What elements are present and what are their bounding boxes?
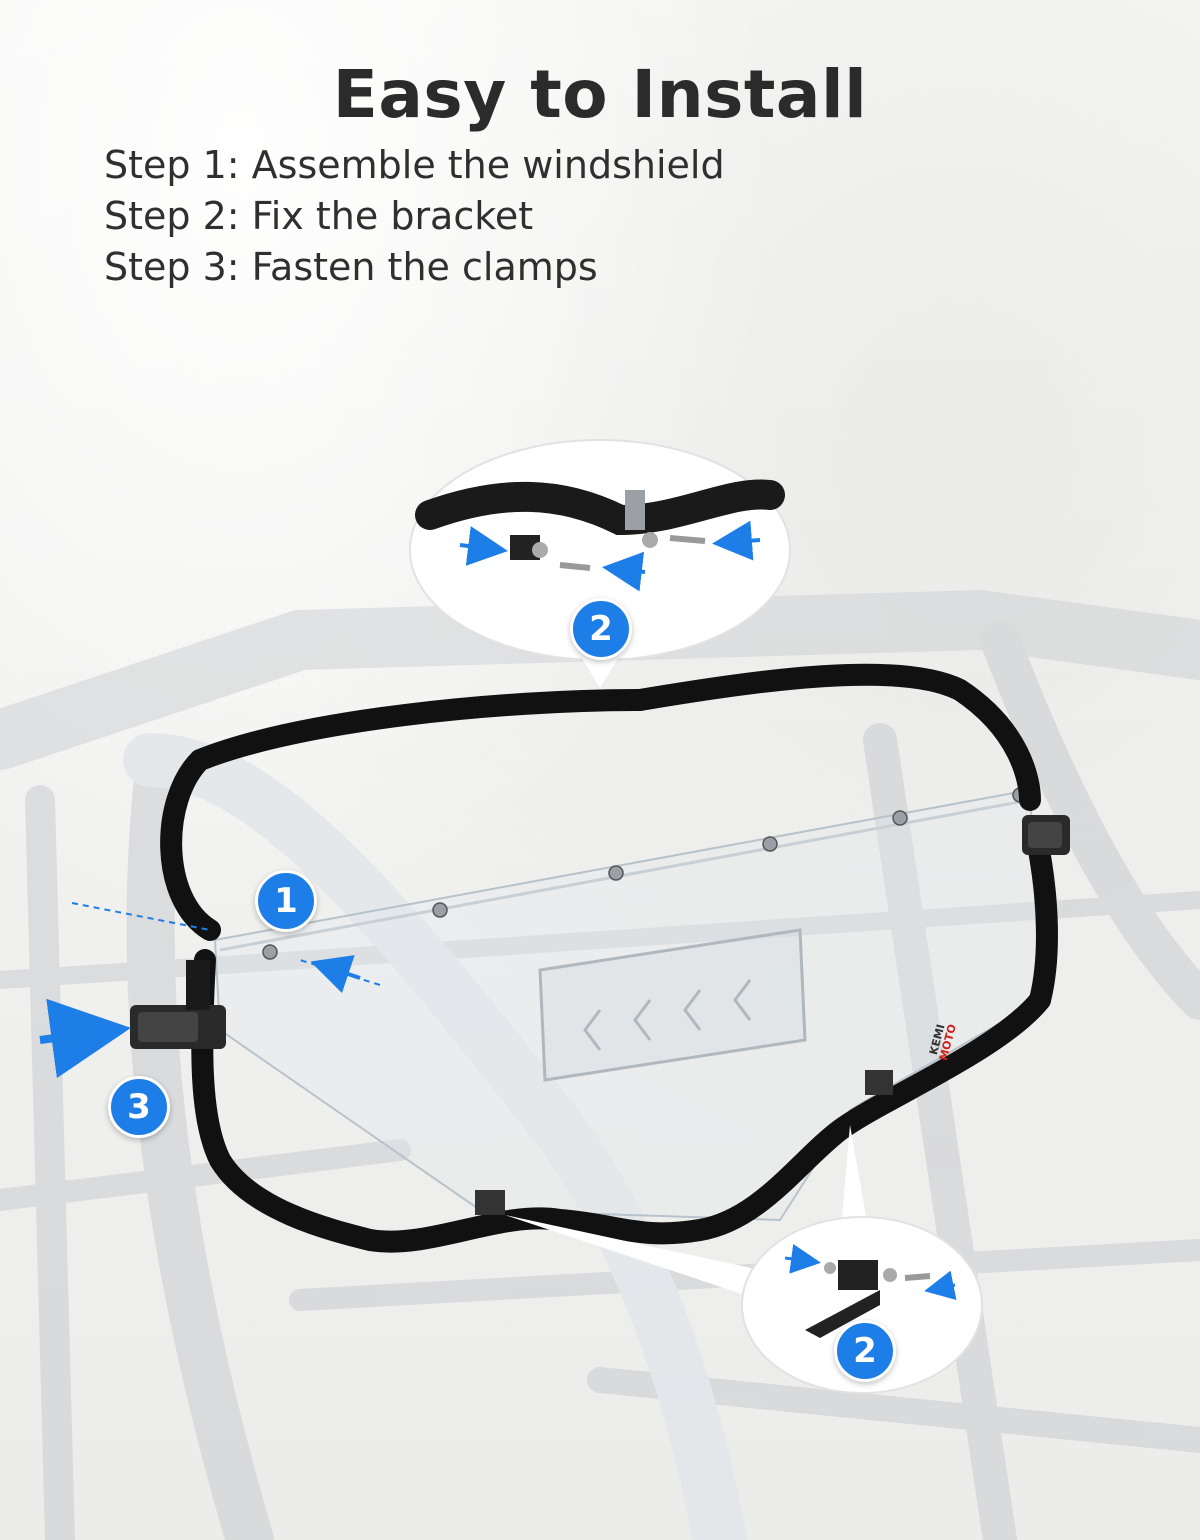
vent-plate — [538, 928, 807, 1082]
lower-brackets — [475, 1070, 893, 1215]
callout-badge-top-bracket: 2 — [570, 598, 632, 660]
callout-badge-windshield: 1 — [255, 870, 317, 932]
callout-badge-clamp: 3 — [108, 1076, 170, 1138]
assembly-arrows — [39, 902, 381, 1079]
step-1-text: Step 1: Assemble the windshield — [104, 143, 725, 187]
right-clamp — [1022, 815, 1070, 855]
bottom-bracket-callout — [505, 1125, 983, 1394]
step-2-text: Step 2: Fix the bracket — [104, 194, 534, 238]
windshield-frame — [160, 663, 1041, 941]
install-steps-list: Step 1: Assemble the windshield Step 2: … — [104, 140, 725, 293]
left-clamp — [130, 960, 226, 1049]
step-3-text: Step 3: Fasten the clamps — [104, 245, 598, 289]
roll-bar-foreground — [123, 733, 747, 1540]
callout-badge-bottom-bracket: 2 — [834, 1320, 896, 1382]
page-title: Easy to Install — [332, 56, 868, 133]
top-bracket-callout — [409, 439, 791, 688]
